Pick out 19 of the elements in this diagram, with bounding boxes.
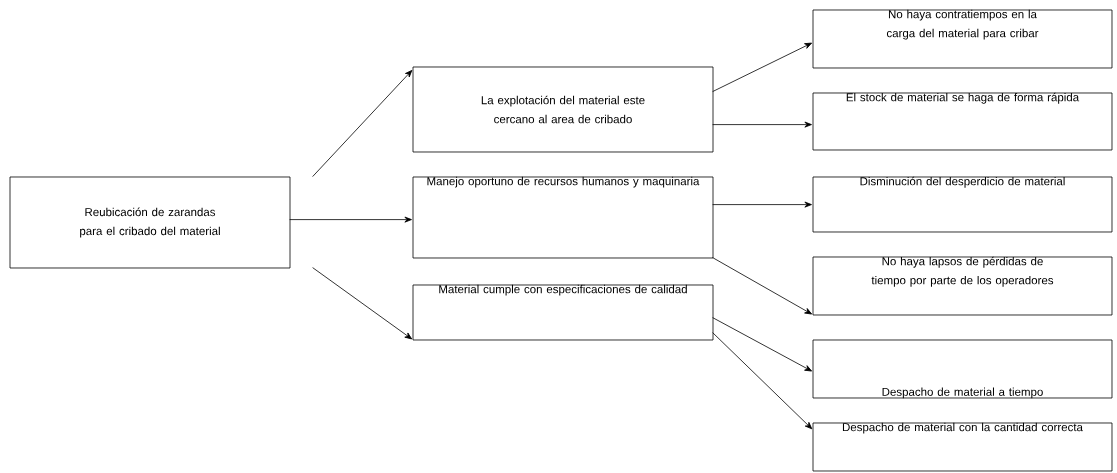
arrow: [712, 332, 813, 430]
text-box: Manejo oportuno de recursos humanos y maquinaria: [412, 176, 714, 259]
text-box: No haya lapsos de pérdidas de tiempo por parte de los operadores: [812, 256, 1113, 316]
text-box: El stock de material se haga de forma rápida: [812, 92, 1113, 151]
arrow: [289, 216, 412, 223]
arrow: [712, 201, 812, 208]
text-box: Material cumple con especificaciones de calidad: [412, 284, 714, 341]
text-box: Disminución del desperdicio de material: [812, 176, 1113, 233]
text-box: Despacho de material a tiempo: [812, 339, 1113, 399]
arrow: [712, 42, 812, 92]
text-box: Despacho de material con la cantidad correcta: [812, 422, 1113, 472]
text-box: Reubicación de zarandas para el cribado del material: [9, 176, 291, 269]
arrow: [712, 257, 813, 315]
text-box: No haya contratiempos en la carga del material para cribar: [812, 9, 1113, 69]
text-box: La explotación del material este cercano al area de cribado: [412, 66, 714, 153]
arrow: [312, 70, 413, 177]
arrow: [712, 317, 813, 372]
arrow: [312, 267, 413, 340]
arrow: [712, 121, 812, 128]
